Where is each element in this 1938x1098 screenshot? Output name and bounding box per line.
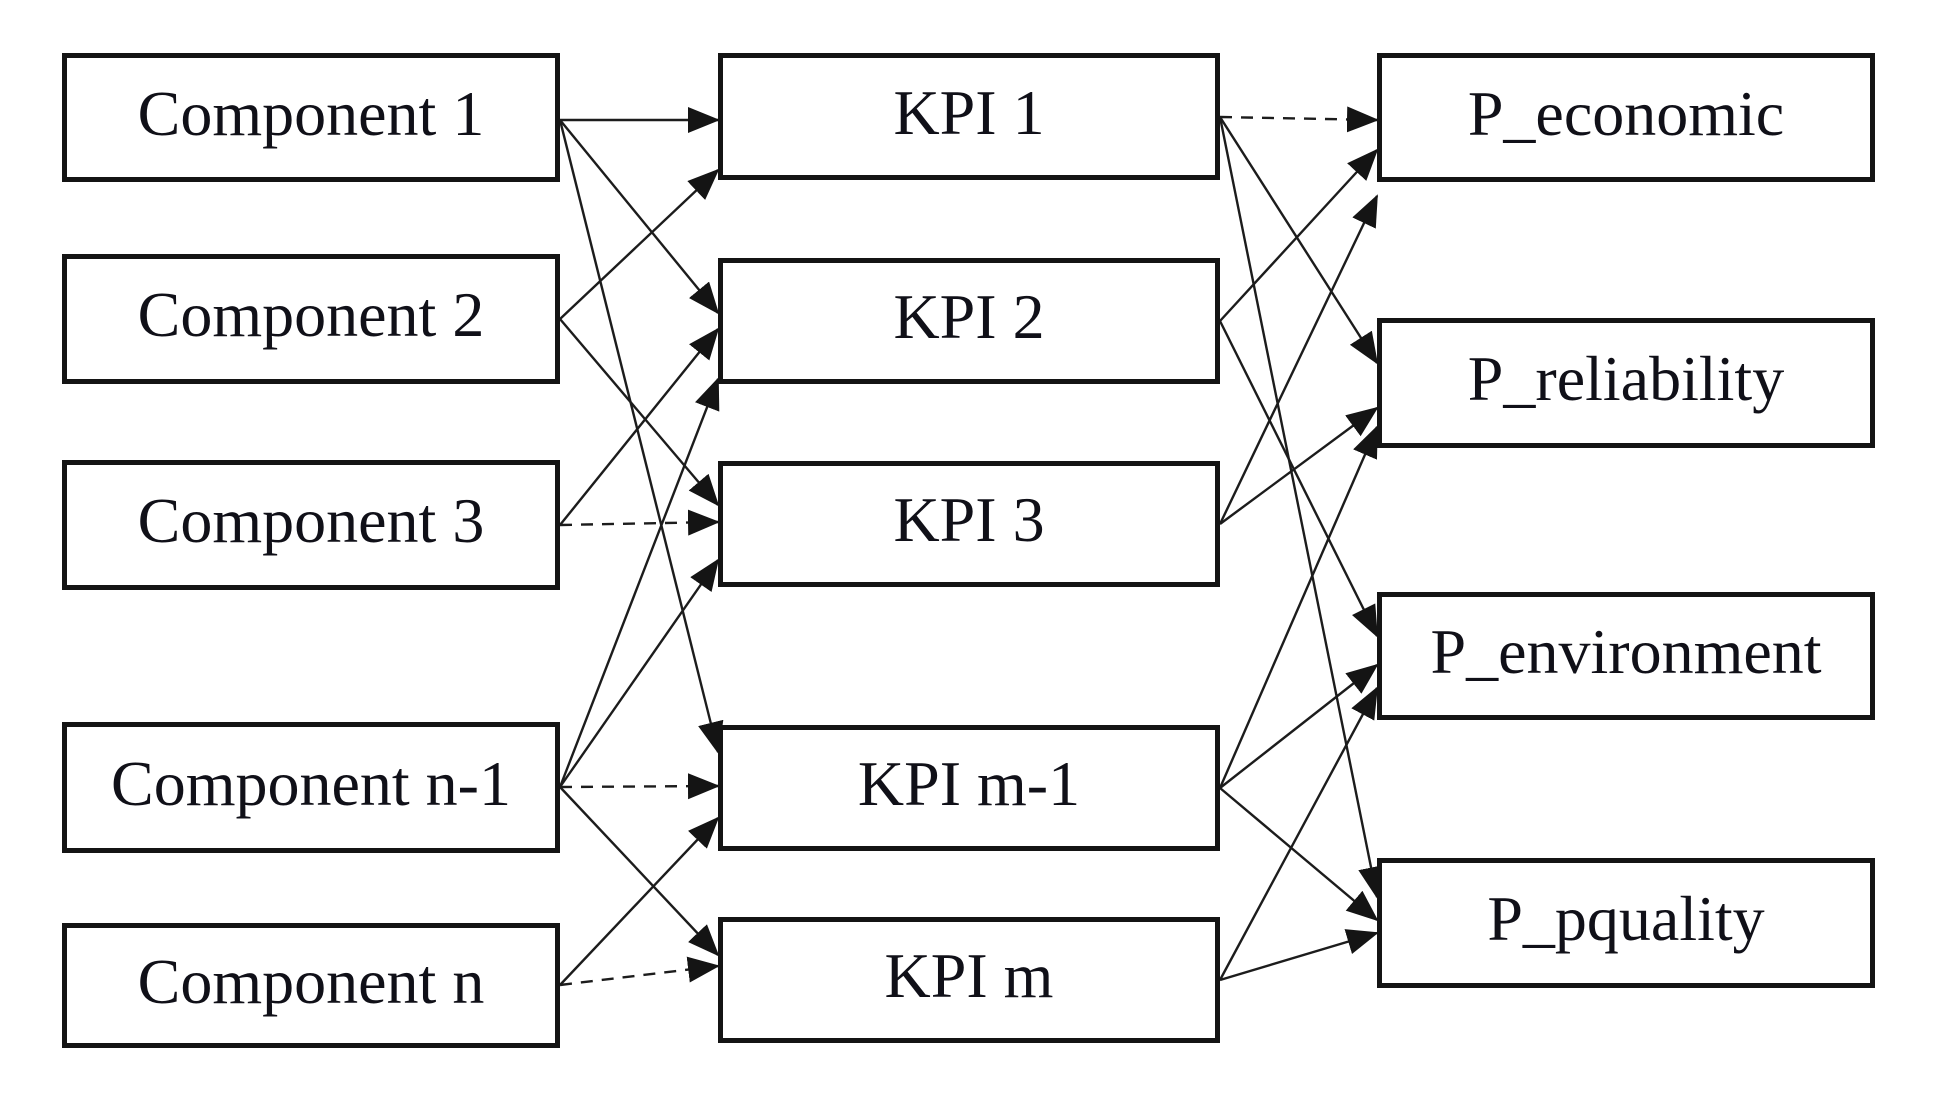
node-label-p-pquality: P_pquality xyxy=(1487,883,1765,954)
node-label-p-reliability: P_reliability xyxy=(1467,343,1785,414)
edge-c1-k2 xyxy=(559,119,720,315)
node-label-component-1: Component 1 xyxy=(137,77,485,149)
node-label-kpi-3: KPI 3 xyxy=(893,484,1045,555)
node-component-1: Component 1 xyxy=(62,53,560,182)
node-kpi-m: KPI m xyxy=(718,917,1220,1043)
edge-cn-km1 xyxy=(559,816,720,986)
edge-km1-penv xyxy=(1219,663,1379,789)
edge-k3-peco xyxy=(1218,194,1379,525)
node-component-2: Component 2 xyxy=(62,254,560,384)
edge-c1-km1 xyxy=(558,119,724,754)
edge-cn1-k2 xyxy=(558,377,720,788)
node-component-n: Component n xyxy=(62,923,560,1048)
node-label-p-environment: P_environment xyxy=(1430,616,1822,687)
node-label-component-n: Component n xyxy=(137,945,485,1017)
edge-k2-peco xyxy=(1219,148,1379,322)
edge-cn1-km1 xyxy=(559,773,720,800)
node-kpi-2: KPI 2 xyxy=(718,258,1220,384)
edge-c3-k3 xyxy=(559,509,720,536)
node-component-3: Component 3 xyxy=(62,460,560,590)
edge-km-penv xyxy=(1218,686,1379,981)
node-p-reliability: P_reliability xyxy=(1377,318,1875,448)
node-p-environment: P_environment xyxy=(1377,592,1875,720)
edge-k3-prel xyxy=(1219,406,1379,525)
node-label-kpi-1: KPI 1 xyxy=(893,76,1045,148)
node-label-p-economic: P_economic xyxy=(1467,77,1785,149)
edge-c3-k2 xyxy=(559,327,720,526)
node-kpi-m-1: KPI m-1 xyxy=(718,725,1220,851)
edge-k2-penv xyxy=(1218,320,1379,638)
edge-km1-ppq xyxy=(1219,787,1379,922)
edge-k1-peco xyxy=(1219,106,1379,133)
edge-km1-prel xyxy=(1218,425,1379,789)
node-p-pquality: P_pquality xyxy=(1377,858,1875,988)
edge-cn1-km xyxy=(559,786,720,957)
node-kpi-3: KPI 3 xyxy=(718,461,1220,587)
node-p-economic: P_economic xyxy=(1377,53,1875,182)
node-label-kpi-m-1: KPI m-1 xyxy=(857,748,1081,819)
node-label-component-3: Component 3 xyxy=(137,485,485,556)
node-label-component-n-1: Component n-1 xyxy=(111,747,511,819)
edge-k1-ppq xyxy=(1218,116,1384,899)
edge-cn-km xyxy=(559,956,720,987)
edge-cn1-k3 xyxy=(559,558,720,788)
edge-c2-k1 xyxy=(559,168,720,320)
node-label-kpi-m: KPI m xyxy=(884,940,1054,1011)
node-label-component-2: Component 2 xyxy=(137,279,485,350)
node-label-kpi-2: KPI 2 xyxy=(893,281,1045,352)
edge-k1-prel xyxy=(1218,116,1379,365)
edge-km-ppq xyxy=(1219,929,1379,982)
node-kpi-1: KPI 1 xyxy=(718,53,1220,180)
edge-c2-k3 xyxy=(559,318,720,507)
node-component-n-1: Component n-1 xyxy=(62,722,560,853)
